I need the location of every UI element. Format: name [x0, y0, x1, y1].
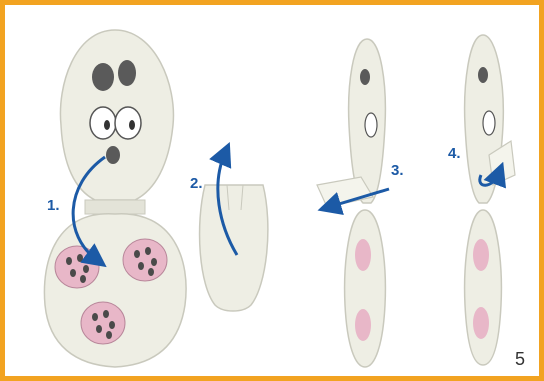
cow-body-piece — [44, 214, 186, 367]
cow-body-spot — [355, 239, 371, 271]
cow-head-patch — [478, 67, 488, 83]
step-2-label: 2. — [190, 175, 203, 192]
cow-eye — [115, 107, 141, 139]
cow-nose — [106, 146, 120, 164]
cow-head-patch — [360, 69, 370, 85]
step-1-figure: 1. — [44, 30, 186, 367]
cow-body-spot — [473, 307, 489, 339]
cow-body-spot — [123, 239, 167, 281]
cow-head-patch — [92, 63, 114, 91]
folding-diagram: 1. 2. 3. — [5, 5, 539, 376]
page-number: 5 — [515, 349, 525, 370]
cow-head-patch — [118, 60, 136, 86]
step-1-label: 1. — [47, 197, 60, 214]
cow-body-spot — [55, 246, 99, 288]
cow-eye — [90, 107, 116, 139]
cow-eye — [483, 111, 495, 135]
cow-pupil — [104, 120, 110, 130]
cow-body-spot — [473, 239, 489, 271]
step-4-label: 4. — [448, 145, 461, 162]
side-view-body — [345, 210, 386, 367]
cow-body-spot — [81, 302, 125, 344]
step-2-figure: 2. — [190, 153, 268, 311]
fold-strip — [85, 200, 145, 214]
cow-body-spot — [355, 309, 371, 341]
step-3-figure: 3. — [317, 39, 404, 367]
cow-pupil — [129, 120, 135, 130]
cow-eye — [365, 113, 377, 137]
side-view-body — [465, 210, 502, 365]
step-3-label: 3. — [391, 162, 404, 179]
step-4-figure: 4. — [448, 35, 515, 365]
